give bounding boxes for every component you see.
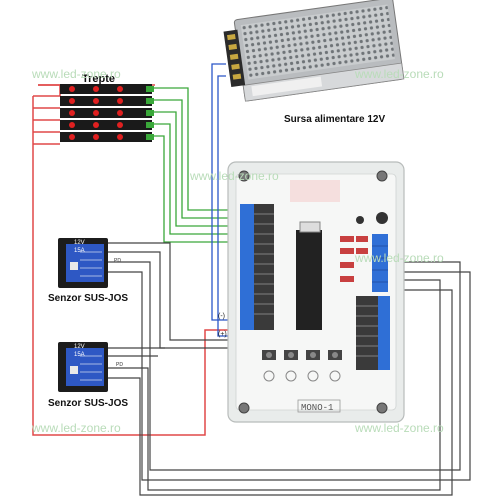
sensor-bottom-15a-label: 15A bbox=[74, 352, 85, 358]
sensor-top-12v-label: 12V bbox=[74, 240, 85, 246]
led bbox=[93, 134, 99, 140]
led bbox=[69, 86, 75, 92]
board-buttons bbox=[262, 350, 342, 382]
board-components bbox=[340, 212, 388, 282]
plus-mark: (+) bbox=[218, 331, 227, 338]
mount-hole bbox=[238, 402, 250, 414]
sensor-top-title: Senzor SUS-JOS bbox=[48, 293, 129, 304]
sensor-wires bbox=[108, 242, 471, 496]
minus-mark: (-) bbox=[218, 313, 225, 320]
power-supply bbox=[223, 0, 405, 102]
led bbox=[93, 122, 99, 128]
mount-hole bbox=[238, 170, 250, 182]
led bbox=[93, 110, 99, 116]
watermark: www.led-zone.ro bbox=[355, 67, 444, 81]
right-bottom-terminal bbox=[356, 296, 390, 370]
led-step bbox=[60, 120, 154, 130]
watermark: www.led-zone.ro bbox=[190, 169, 279, 183]
sensor-top-15a-label: 15A bbox=[74, 248, 85, 254]
sensor-top: 12V 15A PD bbox=[58, 238, 121, 288]
sensor-top-pd-label: PD bbox=[114, 258, 121, 264]
led bbox=[117, 86, 123, 92]
led bbox=[69, 134, 75, 140]
led bbox=[117, 98, 123, 104]
sensor-bottom: 12V 15A PD bbox=[58, 342, 123, 392]
psu-terminals bbox=[223, 29, 246, 88]
power-supply-title: Sursa alimentare 12V bbox=[284, 114, 386, 125]
led-step bbox=[60, 96, 154, 106]
led-step bbox=[60, 108, 154, 118]
left-terminal-block bbox=[240, 204, 274, 330]
led bbox=[69, 110, 75, 116]
led bbox=[117, 110, 123, 116]
led-step bbox=[60, 84, 154, 94]
watermark: www.led-zone.ro bbox=[32, 67, 121, 81]
mount-hole bbox=[376, 170, 388, 182]
led-steps bbox=[60, 84, 154, 142]
steps-title: Trepte bbox=[82, 73, 116, 85]
led bbox=[69, 122, 75, 128]
watermark: www.led-zone.ro bbox=[355, 251, 444, 265]
mount-hole bbox=[376, 402, 388, 414]
led bbox=[69, 98, 75, 104]
led bbox=[93, 86, 99, 92]
controller-board: MONO-1 bbox=[227, 161, 405, 423]
right-top-terminal bbox=[372, 234, 388, 292]
microcontroller-chip bbox=[296, 230, 322, 330]
sensor-bottom-title: Senzor SUS-JOS bbox=[48, 398, 129, 409]
watermark: www.led-zone.ro bbox=[32, 421, 121, 435]
sensor-bottom-pd-label: PD bbox=[116, 362, 123, 368]
board-label: MONO-1 bbox=[301, 403, 333, 413]
led bbox=[93, 98, 99, 104]
led bbox=[117, 134, 123, 140]
sensor-bottom-12v-label: 12V bbox=[74, 344, 85, 350]
led-step bbox=[60, 132, 154, 142]
watermark: www.led-zone.ro bbox=[355, 421, 444, 435]
led bbox=[117, 122, 123, 128]
